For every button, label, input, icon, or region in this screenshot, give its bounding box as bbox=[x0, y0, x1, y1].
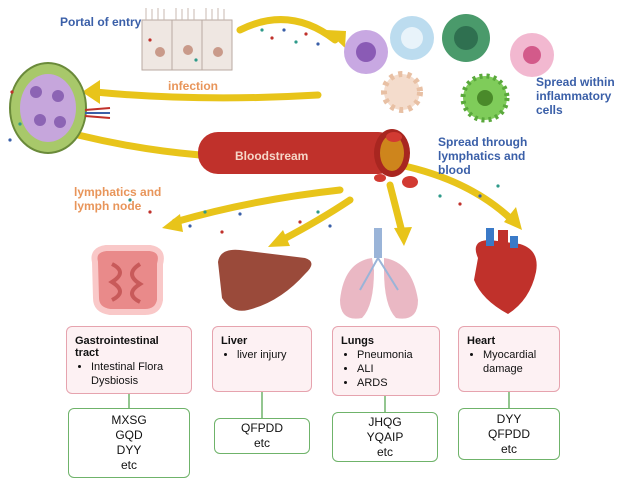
infection-label: infection bbox=[168, 79, 218, 93]
drug-name: GQD bbox=[115, 428, 143, 442]
lungs-illustration bbox=[340, 228, 418, 319]
heart-illustration bbox=[474, 228, 537, 314]
treatment-box-gi: MXSG GQD DYY etc bbox=[68, 408, 190, 478]
virus-particles bbox=[8, 28, 500, 234]
organ-item: Intestinal Flora Dysbiosis bbox=[91, 361, 183, 389]
drug-name: QFPDD bbox=[488, 426, 530, 441]
bloodstream-label: Bloodstream bbox=[235, 149, 309, 163]
drug-name: JHQG bbox=[368, 414, 402, 429]
organ-item: liver injury bbox=[237, 349, 303, 363]
organ-title: Gastrointestinal tract bbox=[75, 335, 159, 359]
organ-item: Myocardial damage bbox=[483, 349, 551, 377]
lymph-node-illustration bbox=[9, 62, 111, 154]
organ-item: ALI bbox=[357, 363, 431, 377]
intestine-illustration bbox=[91, 245, 164, 315]
organ-title: Lungs bbox=[341, 335, 374, 347]
spread-inflammatory-label: Spread within inflammatory cells bbox=[536, 75, 615, 117]
treatment-box-heart: DYY QFPDD etc bbox=[458, 408, 560, 460]
drug-name: etc bbox=[500, 441, 517, 456]
spread-arrows bbox=[74, 16, 516, 244]
organ-box-lungs: Lungs Pneumonia ALI ARDS bbox=[332, 326, 440, 396]
drug-name: DYY bbox=[116, 443, 142, 457]
treatment-box-lungs: JHQG YQAIP etc bbox=[332, 412, 438, 462]
arrow-heads bbox=[82, 30, 522, 247]
drug-name: DYY bbox=[496, 411, 522, 426]
lymphatics-lymph-node-label: lymphatics and lymph node bbox=[74, 185, 162, 213]
liver-illustration bbox=[218, 249, 312, 311]
organ-box-liver: Liver liver injury bbox=[212, 326, 312, 392]
drug-name: YQAIP bbox=[366, 429, 404, 444]
organ-item: ARDS bbox=[357, 377, 431, 391]
drug-name: etc bbox=[376, 444, 393, 459]
immune-cells bbox=[344, 14, 554, 123]
organ-box-gi: Gastrointestinal tract Intestinal Flora … bbox=[66, 326, 192, 394]
blood-vessel bbox=[198, 129, 418, 188]
drug-name: QFPDD bbox=[241, 421, 283, 435]
treatment-box-liver: QFPDD etc bbox=[214, 418, 310, 454]
portal-of-entry-label: Portal of entry bbox=[60, 15, 142, 29]
drug-name: MXSG bbox=[111, 413, 147, 427]
organ-box-heart: Heart Myocardial damage bbox=[458, 326, 560, 392]
organ-item: Pneumonia bbox=[357, 349, 431, 363]
organ-title: Liver bbox=[221, 335, 248, 347]
organ-title: Heart bbox=[467, 335, 496, 347]
spread-lymph-blood-label: Spread through lymphatics and blood bbox=[438, 135, 528, 177]
drug-name: etc bbox=[253, 436, 270, 450]
epithelium-tissue bbox=[141, 8, 233, 71]
connectors bbox=[128, 392, 510, 418]
drug-name: etc bbox=[120, 458, 137, 472]
